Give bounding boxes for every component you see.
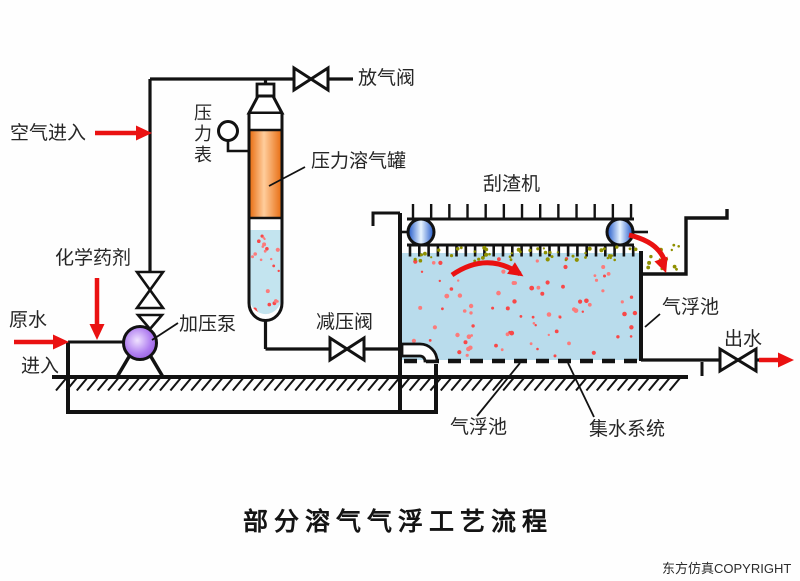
scum-trough: [643, 209, 729, 276]
label-collection-system: 集水系统: [589, 419, 666, 440]
right-pulley-icon: [605, 217, 635, 247]
air-pipe: [148, 77, 353, 272]
diagram-title: 部分溶气气浮工艺流程: [242, 509, 553, 536]
label-release-valve: 放气阀: [358, 68, 416, 89]
air-arrow: [95, 125, 152, 141]
label-pressure-gauge: 压力表: [194, 103, 212, 165]
scraper-mechanism: [400, 204, 648, 257]
label-inlet: 进入: [21, 356, 60, 377]
leader-lines: [151, 166, 661, 418]
saturator-vessel: [246, 79, 285, 349]
check-valve: [134, 270, 166, 310]
label-flotation-tank-bottom: 气浮池: [450, 417, 508, 438]
outlet-valve: [718, 346, 758, 374]
flotation-tank: [371, 211, 643, 412]
label-pressure-pump: 加压泵: [179, 314, 237, 335]
outlet-pipe: [641, 358, 788, 376]
label-flotation-tank-right: 气浮池: [662, 297, 720, 318]
flow-arrows: [14, 125, 794, 368]
pump-outlet-reducer: [135, 313, 165, 331]
pressure-reducing-valve: [328, 335, 366, 363]
label-reducing-valve: 减压阀: [316, 312, 374, 333]
scum-layer: [413, 245, 638, 263]
chemical-arrow: [89, 278, 105, 340]
tank-inlet-elbow: [400, 342, 439, 363]
outlet-arrow: [759, 352, 794, 368]
label-saturator-tank: 压力溶气罐: [311, 151, 407, 172]
air-release-valve: [292, 65, 330, 93]
pressure-gauge-icon: [217, 120, 249, 153]
label-chemical: 化学药剂: [55, 248, 132, 269]
label-scraper: 刮渣机: [483, 174, 541, 195]
raw-water-arrow: [14, 334, 69, 350]
label-outlet-water: 出水: [724, 329, 763, 350]
pressure-pump: [115, 325, 165, 378]
label-raw-water: 原水: [9, 310, 48, 331]
scum-discharge-arrow: [628, 232, 668, 274]
label-air-in: 空气进入: [10, 123, 87, 144]
tank-flow-arrow: [450, 260, 524, 278]
underground-pipe: [66, 342, 438, 414]
left-pulley-icon: [406, 217, 436, 247]
copyright-text: 东方仿真COPYRIGHT: [662, 561, 792, 576]
ground-line: [52, 375, 688, 392]
